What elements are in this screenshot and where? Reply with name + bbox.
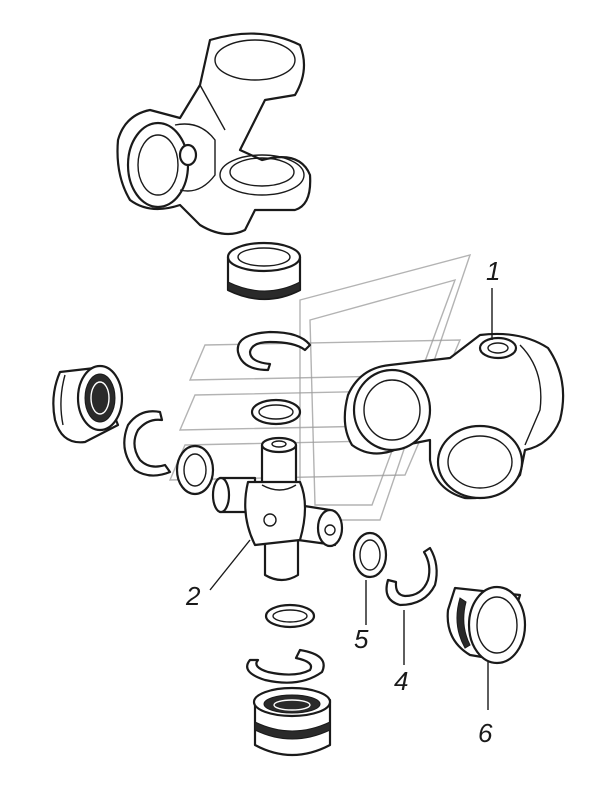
retaining-ring-bottom — [246, 648, 325, 684]
callout-6-label: 6 — [478, 718, 493, 748]
retaining-ring-right — [385, 546, 438, 607]
seal-ring-left — [175, 444, 215, 496]
retaining-ring-left — [123, 410, 172, 477]
seal-ring-top — [250, 398, 302, 426]
callout-4-label: 4 — [394, 666, 408, 696]
seal-ring-right — [352, 531, 388, 579]
bearing-cup-left — [52, 364, 124, 444]
universal-joint-cross — [211, 436, 344, 582]
bearing-cup-bottom — [252, 686, 332, 757]
retaining-ring-top — [236, 330, 312, 372]
callout-2-label: 2 — [185, 581, 201, 611]
right-yoke — [343, 332, 565, 500]
callout-1-label: 1 — [486, 256, 500, 286]
bearing-cup-right — [446, 585, 527, 665]
upper-yoke — [116, 32, 312, 236]
seal-ring-bottom — [264, 603, 316, 629]
bearing-cup-top — [226, 241, 302, 300]
callout-5-label: 5 — [354, 624, 369, 654]
leader-lines — [209, 288, 493, 710]
